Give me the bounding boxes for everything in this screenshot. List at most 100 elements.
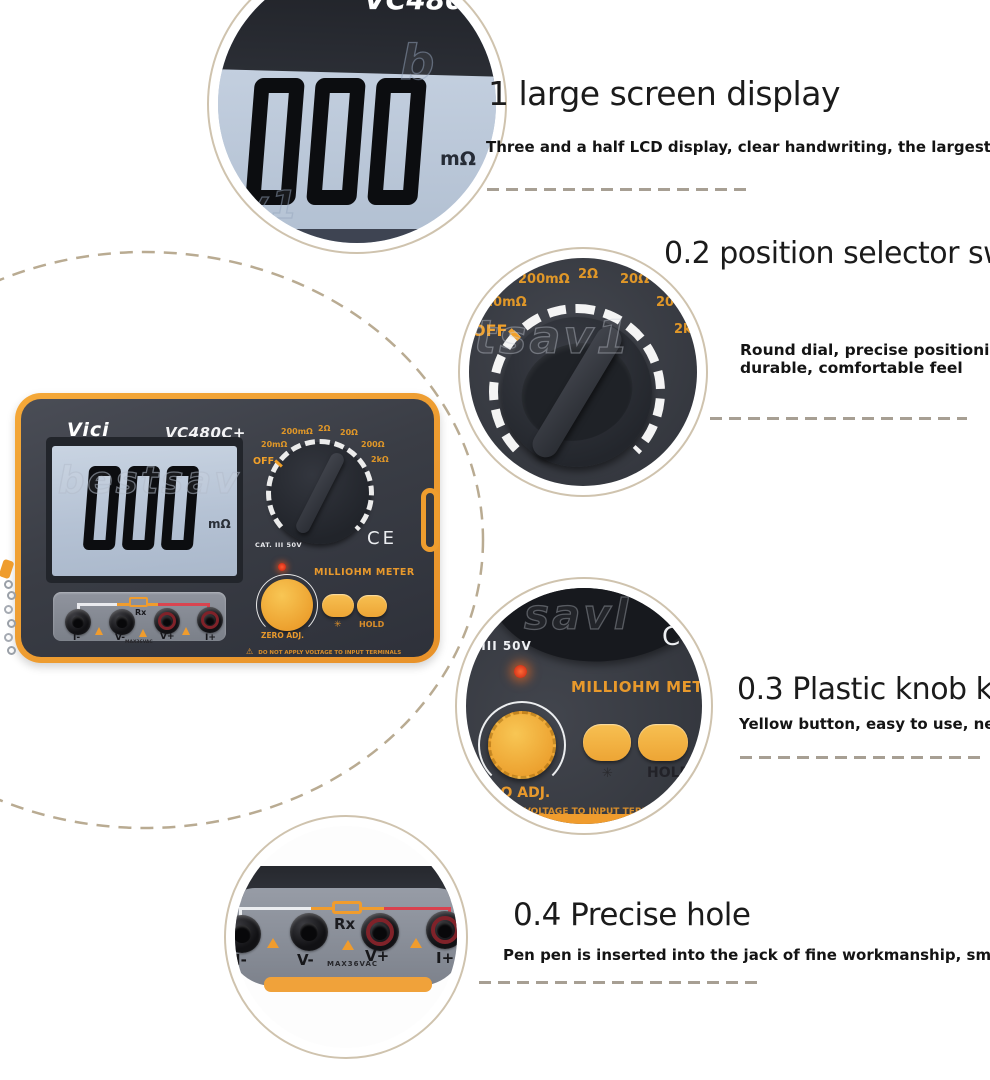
display-closeup-photo: VC480C+ mΩ b v1 (218, 0, 496, 243)
jack-v-plus-closeup (361, 913, 399, 951)
jack-i-plus-closeup (426, 911, 457, 949)
panel-title-closeup: MILLIOHM METER (571, 678, 702, 696)
backlight-symbol-closeup: ✳ (602, 766, 613, 781)
meter-product-photo: Vici VC480C+ mΩ bestsav 200mΩ 2Ω 20Ω 20m… (15, 393, 440, 663)
warning-triangle (139, 629, 147, 637)
frame-bottom-edge (506, 814, 662, 824)
lcd-unit-large: mΩ (440, 148, 476, 170)
jack-label-v-minus: V- (297, 951, 314, 969)
jack-label-v-plus: V+ (365, 947, 390, 965)
hold-button-closeup (638, 724, 688, 761)
ce-mark-partial: CE (662, 622, 679, 652)
feature-1-subtext: Three and a half LCD display, clear hand… (486, 138, 990, 156)
dial-label-2ohm: 2Ω (318, 424, 331, 433)
warning-triangle (182, 627, 190, 635)
power-led (278, 563, 286, 571)
dial-label-200ohm: 200Ω (361, 440, 385, 449)
feature-2-heading: 0.2 position selector switch (664, 236, 990, 271)
rx-link-orange2 (148, 603, 158, 606)
feature-2-subtext-line2: durable, comfortable feel (740, 359, 963, 377)
tilt-stand-tab (421, 488, 439, 552)
warning-icon: ⚠ (246, 647, 254, 656)
zero-adj-knob-closeup (488, 711, 556, 779)
feature-3-subtext: Yellow button, easy to use, never fade (739, 715, 990, 733)
jack-label-v-minus: V- (115, 633, 126, 643)
jack-i-plus (197, 607, 223, 633)
zero-adj-label: ZERO ADJ. (261, 631, 304, 640)
lcd-unit: mΩ (208, 517, 231, 531)
feature-4-subtext: Pen pen is inserted into the jack of fin… (503, 946, 990, 964)
ce-mark: CE (367, 528, 397, 549)
dial-label-off: OFF (472, 321, 508, 340)
feature-3-heading: 0.3 Plastic knob key (737, 672, 990, 707)
chain (0, 578, 20, 663)
callout-circle-display: VC480C+ mΩ b v1 (207, 0, 507, 254)
warning-triangle (267, 938, 279, 948)
power-led-closeup (514, 665, 527, 678)
dial-label-off: OFF (253, 456, 275, 467)
rx-link-red (158, 603, 209, 606)
dial-label-2ohm: 2Ω (578, 267, 599, 282)
jack-label-i-minus: I- (235, 951, 247, 969)
brand-logo: Vici (67, 419, 110, 441)
dial-closeup-photo: 200mΩ 2Ω 20Ω 20mΩ 200Ω OFF 2kΩ tsav1 (469, 258, 697, 486)
lcd-value (82, 466, 200, 554)
feature-4-heading: 0.4 Precise hole (513, 897, 751, 933)
warning-triangle (342, 940, 354, 950)
jack-label-v-plus: V+ (160, 632, 175, 642)
warning-line: ⚠ DO NOT APPLY VOLTAGE TO INPUT TERMINAL… (246, 639, 401, 658)
warning-line-closeup: ⚠ DO NOT APPLY VOLTAGE TO INPUT TERMINAL… (466, 799, 681, 818)
warning-text: DO NOT APPLY VOLTAGE TO INPUT TERMINALS (466, 807, 681, 817)
jack-label-i-plus: I+ (436, 949, 455, 967)
callout-circle-knob: CAT. III 50V CE MILLIOHM METER ✳ HOLD ZE… (455, 577, 713, 835)
rx-link-orange2 (362, 907, 384, 910)
rx-link-white (77, 603, 117, 606)
callout-circle-jacks: Rx I- V- V+ I+ MAX36VAC (224, 815, 468, 1059)
rx-link-orange (117, 603, 129, 606)
dial-label-200mohm: 200mΩ (518, 272, 570, 287)
cat-rating: CAT. III 50V (255, 541, 303, 549)
frame-orange-stripe (264, 977, 432, 992)
zero-adj-label-closeup: ZERO ADJ. (470, 785, 551, 801)
dial-label-200mohm: 200mΩ (281, 427, 313, 436)
dial-label-20ohm: 20Ω (620, 272, 650, 287)
hold-label-closeup: HOLD (647, 765, 692, 781)
jack-i-minus-closeup (235, 915, 261, 953)
lcd-value-large (245, 78, 427, 209)
dial-dashed-arc (266, 439, 374, 547)
bezel-band-bottom (218, 229, 496, 243)
zero-adj-knob-arc (478, 701, 566, 789)
jack-v-minus (109, 609, 135, 635)
jacks-closeup-photo: Rx I- V- V+ I+ MAX36VAC (235, 826, 457, 1048)
rx-resistor-symbol (332, 901, 362, 914)
rx-resistor-symbol (129, 597, 148, 607)
feature-2-subtext-line1: Round dial, precise positioning, (740, 341, 990, 359)
jack-label-i-plus: I+ (205, 633, 216, 643)
dial-label-20ohm: 20Ω (340, 428, 358, 437)
cat-rating-closeup: CAT. III 50V (466, 639, 532, 653)
separator-dashed (479, 981, 761, 984)
jack-panel-closeup (235, 888, 457, 986)
warning-text: DO NOT APPLY VOLTAGE TO INPUT TERMINALS (258, 650, 402, 656)
separator-dashed (710, 417, 967, 420)
rx-link-orange (311, 907, 332, 910)
dial-label-20mohm: 20mΩ (261, 440, 288, 449)
hold-label: HOLD (359, 620, 385, 629)
rx-link-white (239, 907, 311, 910)
dial-label-2kohm: 2kΩ (371, 455, 389, 464)
warning-triangle (410, 938, 422, 948)
panel-title: MILLIOHM METER (314, 567, 415, 578)
rx-label-closeup: Rx (334, 915, 356, 933)
backlight-button (322, 594, 354, 617)
rx-label: Rx (135, 608, 147, 617)
jack-label-i-minus: I- (73, 633, 81, 643)
callout-circle-dial: 200mΩ 2Ω 20Ω 20mΩ 200Ω OFF 2kΩ tsav1 (458, 247, 708, 497)
dial-label-2kohm: 2kΩ (674, 322, 697, 337)
jack-v-minus-closeup (290, 913, 328, 951)
backlight-symbol: ✳ (334, 620, 342, 630)
separator-dashed (740, 756, 986, 759)
dial-dashed-arc-large (489, 304, 665, 480)
hold-button (357, 595, 387, 617)
warning-triangle (95, 627, 103, 635)
